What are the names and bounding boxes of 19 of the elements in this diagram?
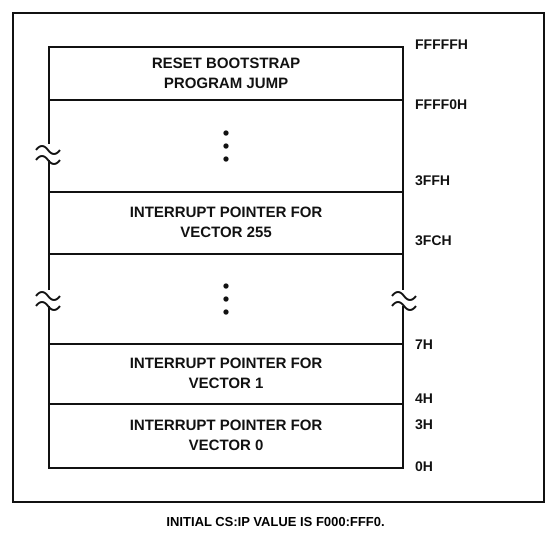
address-label: FFFF0H [415, 96, 468, 112]
block-label: INTERRUPT POINTER FOR VECTOR 1 [128, 354, 324, 394]
memory-gap-block [48, 253, 404, 345]
memory-block [48, 343, 404, 405]
memory-block [48, 403, 404, 469]
memory-block [48, 191, 404, 255]
address-label: FFFFFH [415, 36, 468, 52]
address-label: 3FCH [415, 232, 452, 248]
memory-gap-block [48, 99, 404, 193]
block-label: INTERRUPT POINTER FOR VECTOR 0 [128, 416, 324, 456]
block-label: INTERRUPT POINTER FOR VECTOR 255 [128, 203, 324, 243]
address-label: 7H [415, 336, 433, 352]
block-label: RESET BOOTSTRAP PROGRAM JUMP [150, 54, 302, 94]
caption: INITIAL CS:IP VALUE IS F000:FFF0. [165, 514, 386, 529]
address-label: 0H [415, 458, 433, 474]
memory-block [48, 46, 404, 102]
address-label: 4H [415, 390, 433, 406]
address-label: 3H [415, 416, 433, 432]
address-label: 3FFH [415, 172, 450, 188]
